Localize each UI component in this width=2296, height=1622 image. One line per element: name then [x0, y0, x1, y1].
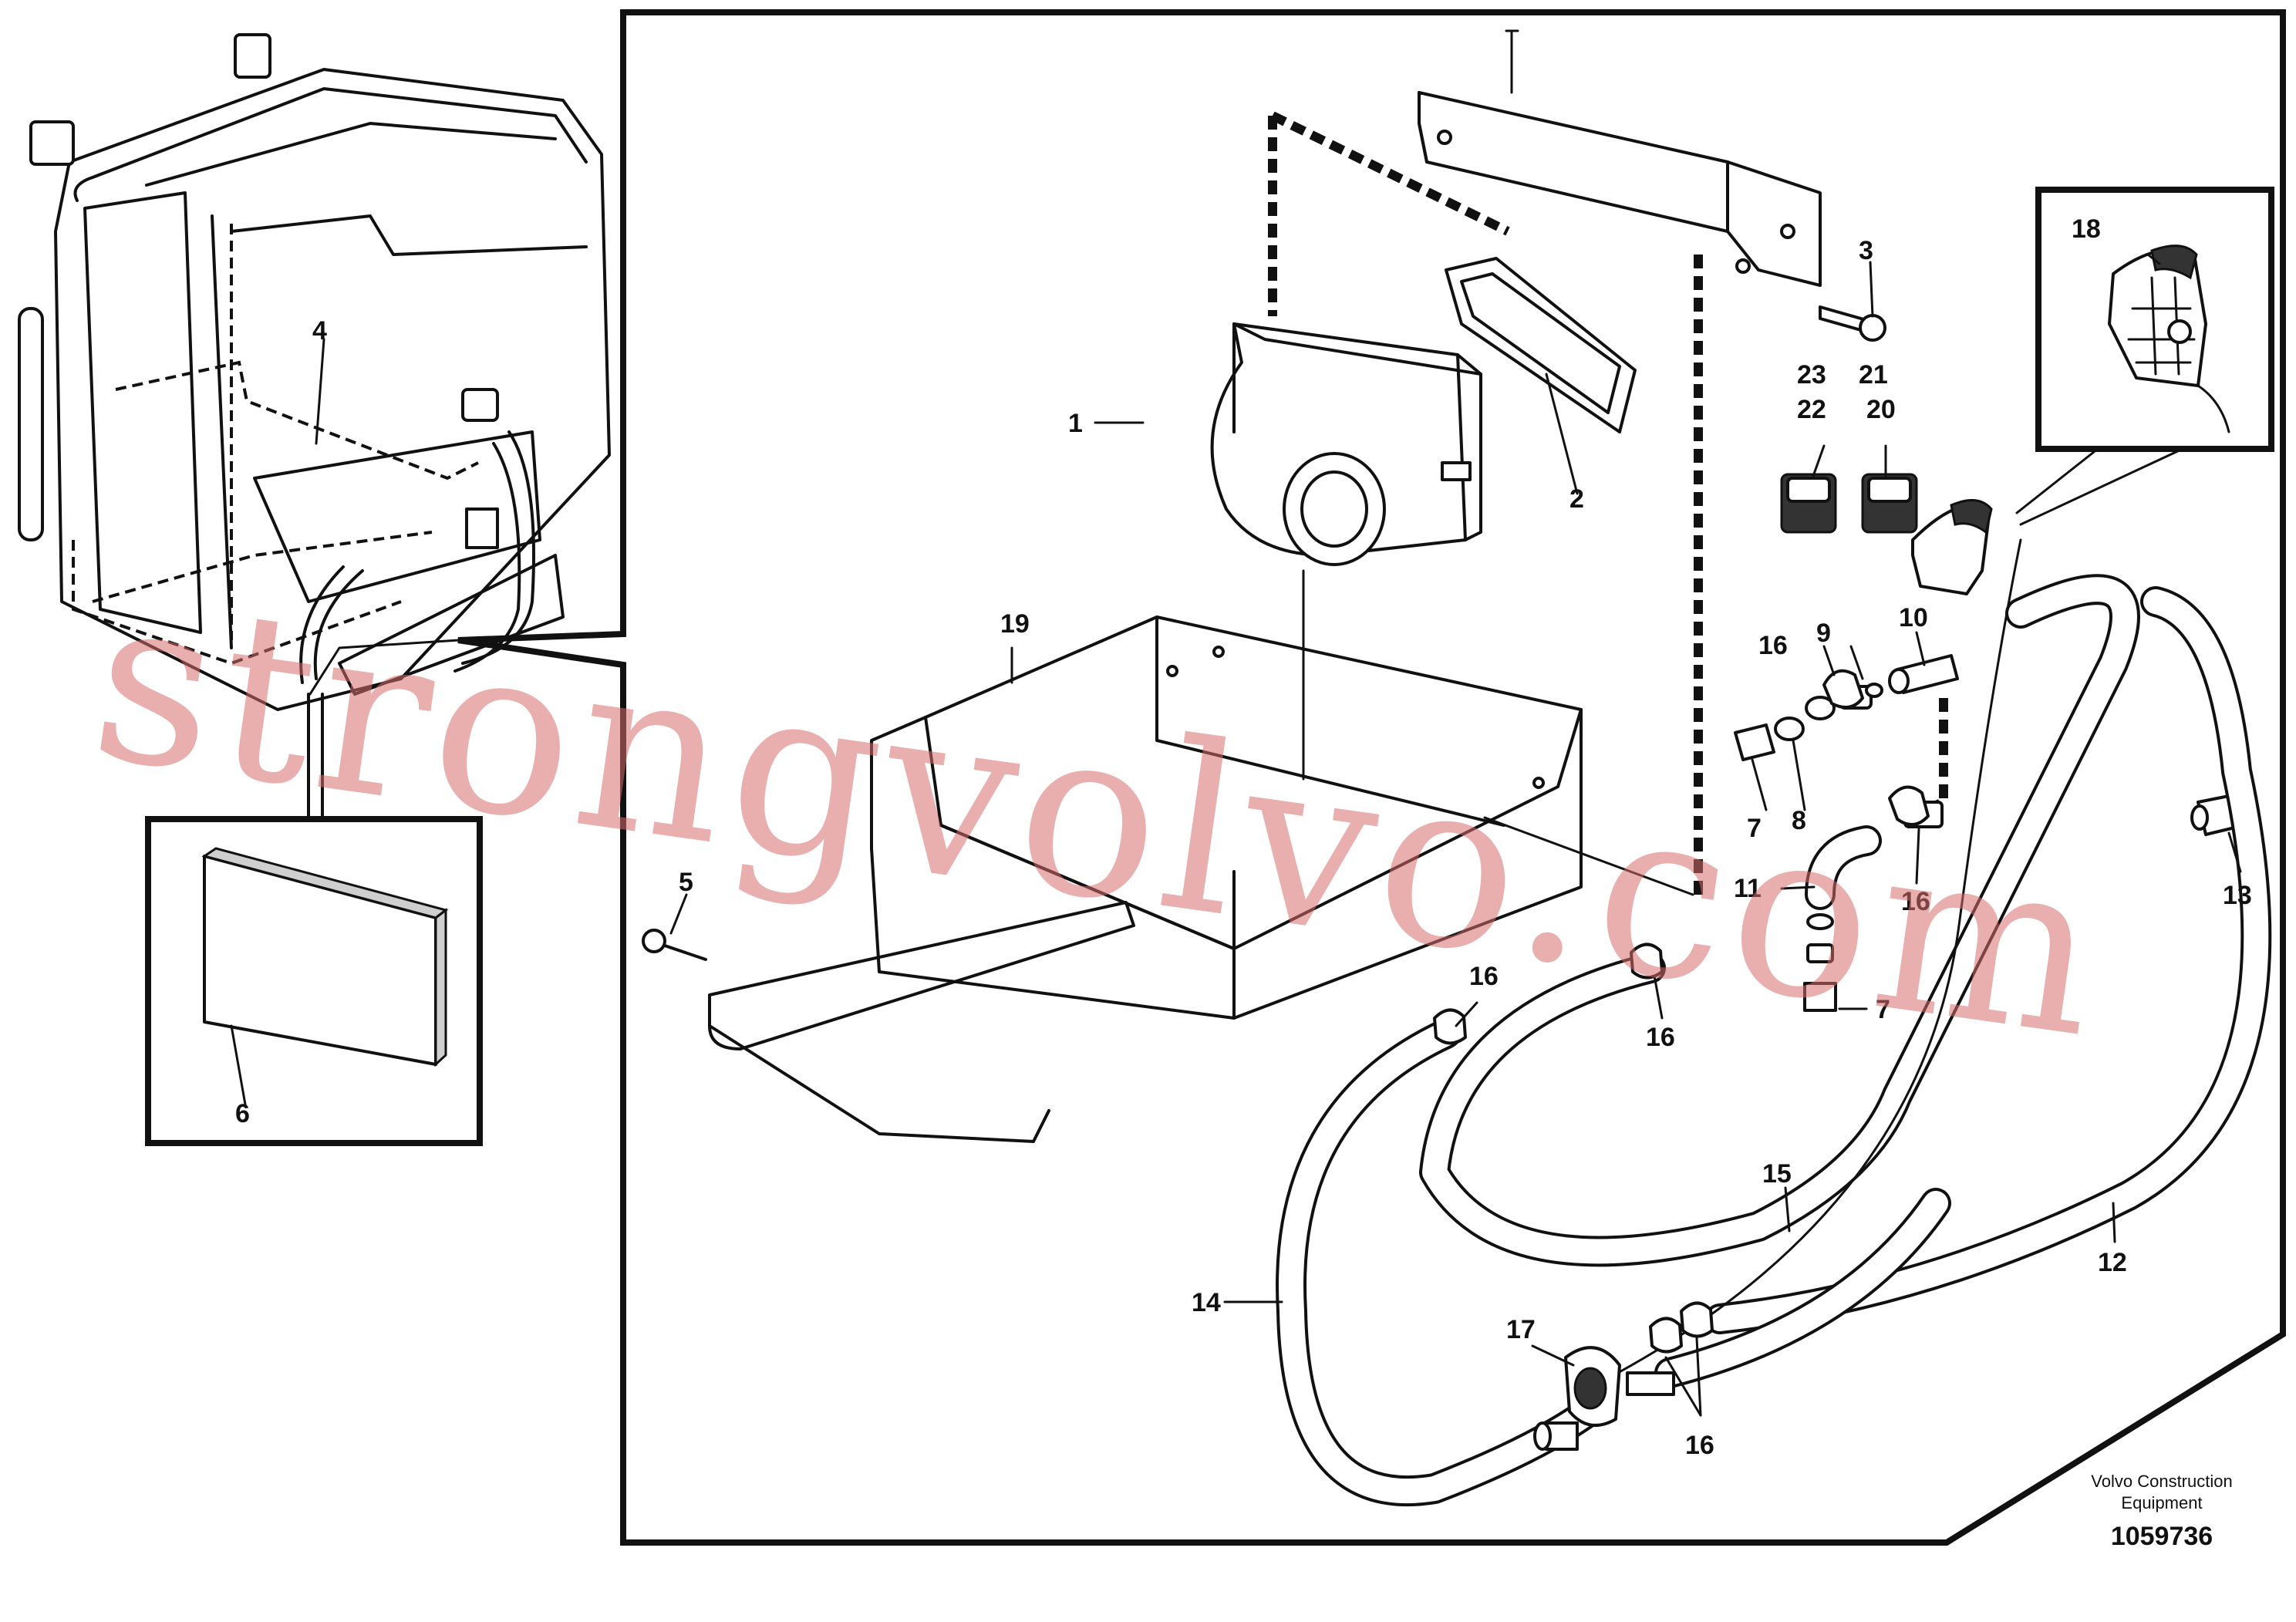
- document-number: 1059736: [2111, 1522, 2213, 1551]
- knob-part-18: [2108, 244, 2230, 433]
- callout-17: 17: [1506, 1315, 1536, 1344]
- callout-9: 9: [1816, 619, 1831, 648]
- callout-8: 8: [1792, 806, 1806, 835]
- callout-1: 1: [1068, 409, 1083, 438]
- callout-14: 14: [1192, 1288, 1221, 1317]
- hoses: [1276, 538, 2272, 1507]
- knob-installed: [1911, 499, 1993, 595]
- rocker-switches: [1780, 473, 1918, 534]
- inset-box-18: [2035, 187, 2274, 452]
- callout-23: 23: [1797, 360, 1826, 389]
- callout-2: 2: [1569, 484, 1584, 514]
- callout-15: 15: [1762, 1159, 1792, 1189]
- callout-10: 10: [1899, 603, 1928, 632]
- callout-11: 11: [1734, 874, 1762, 903]
- callout-18: 18: [2072, 214, 2101, 244]
- heater-unit-1: [1210, 322, 1482, 566]
- brand-line-1: Volvo Construction: [2091, 1472, 2232, 1491]
- callout-5: 5: [679, 868, 693, 897]
- tray-part-19: [708, 615, 1583, 1143]
- callout-16b: 16: [1901, 887, 1930, 916]
- callout-6: 6: [235, 1099, 250, 1128]
- callout-20: 20: [1866, 395, 1896, 424]
- callout-22: 22: [1797, 395, 1826, 424]
- valve-17: [1533, 1346, 1675, 1451]
- bolt-5: [642, 929, 707, 961]
- callouts: 1 2 3 4 5 6 7 7 8 9 10 11 12 13 14 15 16…: [235, 214, 2252, 1460]
- callout-13: 13: [2223, 881, 2252, 910]
- detail-frame: [457, 9, 2286, 1546]
- callout-16c: 16: [1469, 962, 1499, 991]
- callout-19: 19: [1000, 609, 1030, 639]
- callout-7a: 7: [1747, 814, 1762, 843]
- callout-21: 21: [1859, 360, 1888, 389]
- hose-clamps: [1433, 669, 1930, 1354]
- callout-16d: 16: [1646, 1023, 1675, 1052]
- pad-part-6: [201, 847, 449, 1106]
- callout-3: 3: [1859, 236, 1873, 265]
- callout-4: 4: [312, 316, 327, 346]
- mount-bracket: [1418, 29, 1822, 287]
- callout-12: 12: [2098, 1248, 2127, 1277]
- bolt-3: [1819, 305, 1886, 342]
- leader-lines: [315, 253, 2242, 1417]
- callout-16e: 16: [1685, 1431, 1714, 1460]
- filter-frame-2: [1445, 257, 1637, 433]
- brand-line-2: Equipment: [2121, 1493, 2202, 1512]
- inset-box-6: [145, 816, 483, 1146]
- cab-overview: [18, 33, 611, 711]
- callout-7b: 7: [1876, 995, 1890, 1024]
- callout-16a: 16: [1758, 631, 1788, 660]
